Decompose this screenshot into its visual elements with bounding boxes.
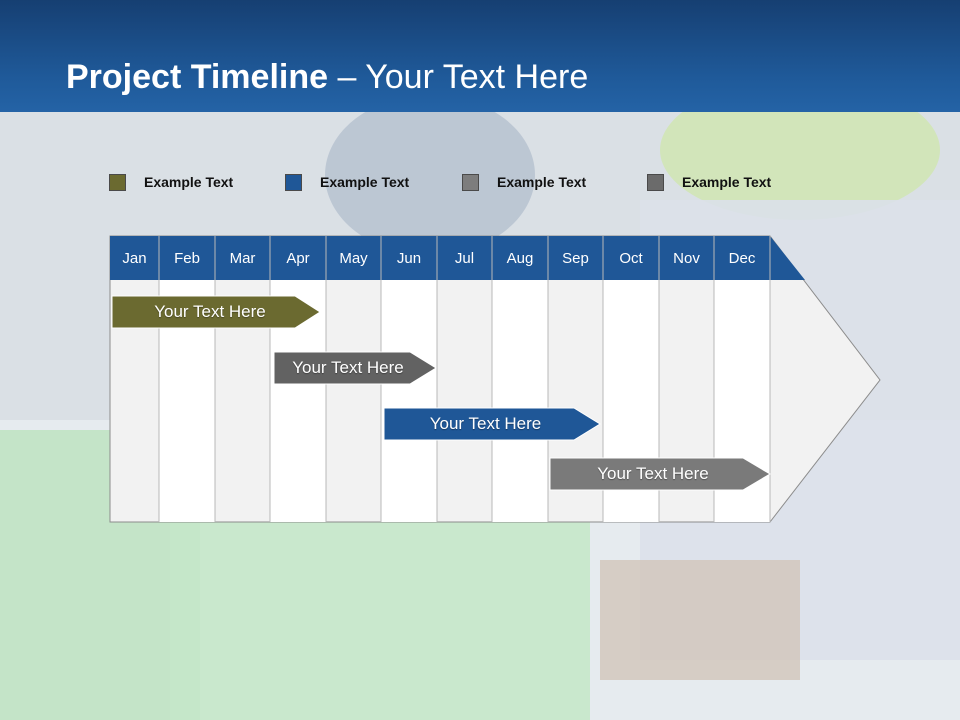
month-label: Apr (286, 250, 310, 267)
task-bar (111, 295, 321, 329)
task-bar (383, 407, 601, 441)
header-band (0, 0, 960, 112)
legend-label: Example Text (682, 174, 772, 190)
legend-label: Example Text (320, 174, 410, 190)
month-header-bar (110, 236, 805, 280)
month-label: Oct (619, 250, 643, 267)
month-label: Sep (562, 250, 589, 267)
legend-label: Example Text (497, 174, 587, 190)
legend-item: Example Text (647, 170, 771, 194)
month-label: Jun (396, 250, 422, 267)
month-label: Nov (673, 250, 700, 267)
legend-swatch (647, 173, 664, 191)
legend-item: Example Text (462, 170, 586, 194)
task-label: Your Text Here (292, 358, 404, 377)
month-label: Feb (174, 250, 200, 267)
legend-label: Example Text (144, 174, 234, 190)
task-bar (549, 457, 771, 491)
month-label: Aug (506, 250, 534, 267)
legend-item: Example Text (285, 170, 409, 194)
task-label: Your Text Here (154, 302, 266, 321)
legend-swatch (109, 173, 126, 191)
task-label: Your Text Here (429, 414, 542, 433)
legend-item: Example Text (109, 170, 233, 194)
legend: Example Text Example Text Example Text E… (0, 170, 960, 194)
month-label: Jul (454, 250, 475, 267)
task-label: Your Text Here (597, 464, 709, 483)
month-label: Mar (229, 250, 256, 267)
legend-swatch (285, 173, 302, 191)
month-label: May (339, 250, 368, 267)
task-bar (273, 351, 437, 385)
month-label: Dec (728, 250, 756, 267)
page-title: Project Timeline – Your Text Here (66, 58, 589, 96)
month-column (492, 280, 548, 522)
month-column (381, 280, 437, 522)
month-label: Jan (122, 250, 147, 267)
legend-swatch (462, 173, 479, 191)
